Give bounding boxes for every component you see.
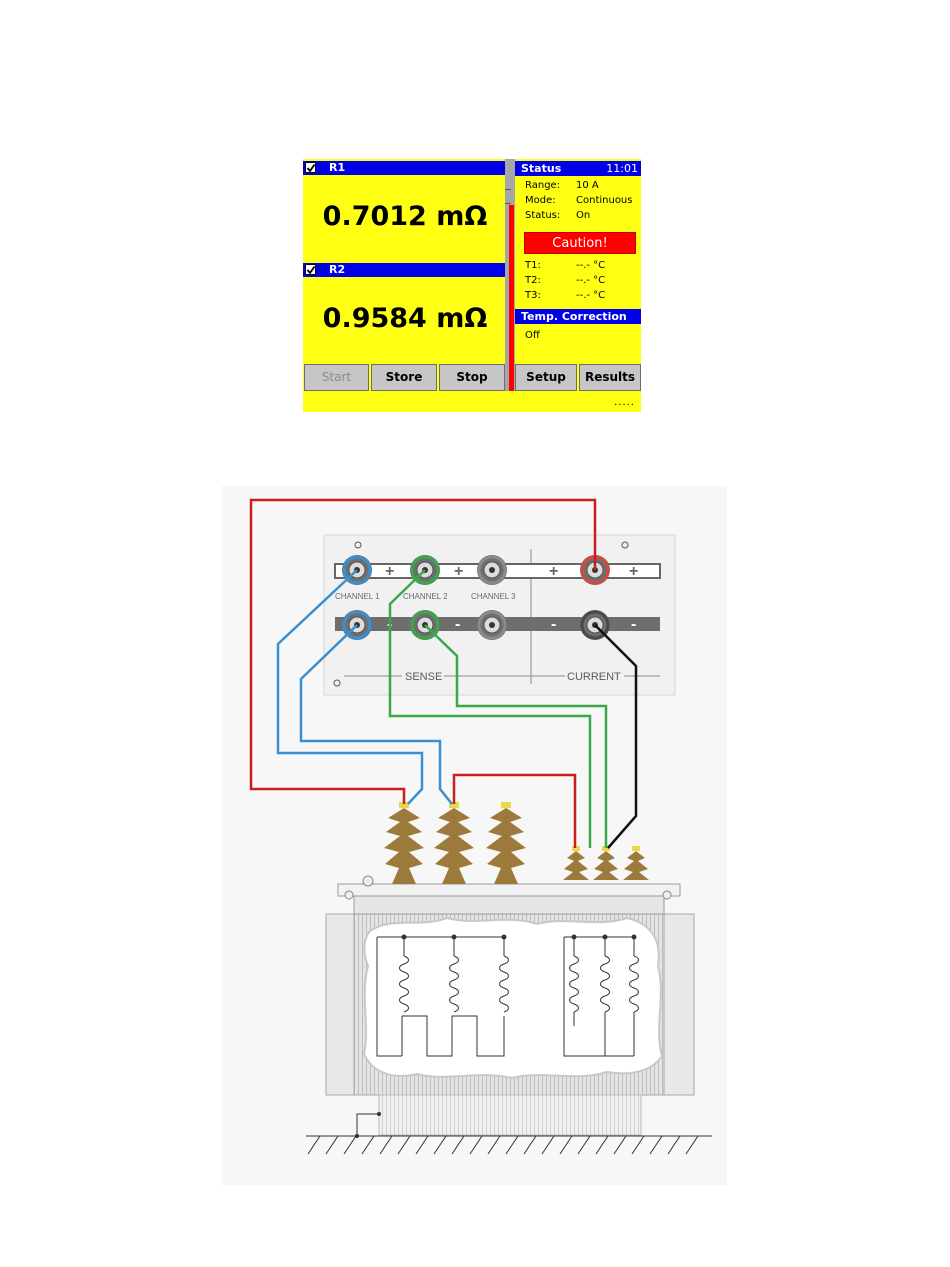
cutaway-window — [364, 918, 662, 1078]
status-time: 11:01 — [606, 161, 638, 176]
stop-button[interactable]: Stop — [439, 364, 505, 391]
sense-label: SENSE — [405, 671, 442, 683]
plus-sign: + — [454, 563, 463, 580]
setup-button[interactable]: Setup — [515, 364, 577, 391]
channel-3-label: CHANNEL 3 — [471, 592, 516, 601]
minus-sign: - — [455, 616, 460, 633]
t3-value: --.- °C — [576, 290, 605, 302]
current-indicator-bar — [509, 205, 514, 391]
plus-sign: + — [385, 563, 394, 580]
terminal-ch3-plus[interactable] — [477, 555, 507, 585]
check-icon — [306, 265, 316, 275]
channel-r2-name: R2 — [329, 263, 345, 277]
channel-r1-checkbox[interactable] — [305, 162, 316, 173]
t3-label: T3: — [525, 290, 541, 302]
status-value: On — [576, 210, 590, 222]
channel-r1-name: R1 — [329, 161, 345, 175]
status-header: Status 11:01 — [515, 161, 641, 176]
status-dots: ..... — [614, 397, 635, 408]
temp-correction-title: Temp. Correction — [521, 309, 627, 324]
check-icon — [306, 163, 316, 173]
lv-bushing-2 — [593, 846, 619, 880]
lifting-lug — [363, 876, 373, 886]
current-jumper-lead — [454, 775, 575, 848]
mode-label: Mode: — [525, 195, 556, 207]
channel-r2-header: R2 — [303, 263, 505, 277]
results-button[interactable]: Results — [579, 364, 641, 391]
channel-1-label: CHANNEL 1 — [335, 592, 380, 601]
instrument-screen: R1 0.7012 mΩ R2 0.9584 mΩ Status 11:01 R… — [303, 159, 641, 412]
bolt-icon — [663, 891, 671, 899]
status-title: Status — [521, 161, 561, 176]
hv-bushing-3 — [486, 802, 526, 884]
lv-bushing-3 — [623, 846, 649, 880]
t1-label: T1: — [525, 260, 541, 272]
transformer — [326, 876, 694, 1135]
terminal-ch3-minus[interactable] — [477, 610, 507, 640]
lv-bushing-1 — [563, 846, 589, 880]
store-button[interactable]: Store — [371, 364, 437, 391]
temp-correction-value: Off — [525, 330, 540, 342]
divider-tick — [505, 189, 511, 190]
connection-diagram: + + + + - - - - CHANNEL 1 CHANNEL 2 CHAN… — [222, 486, 727, 1185]
hv-bushing-2 — [434, 802, 474, 884]
range-value: 10 A — [576, 180, 599, 192]
plus-sign: + — [629, 563, 638, 580]
bolt-icon — [345, 891, 353, 899]
diagram-svg: + + + + - - - - CHANNEL 1 CHANNEL 2 CHAN… — [222, 486, 727, 1185]
divider-tick — [505, 203, 511, 204]
current-label: CURRENT — [567, 671, 621, 683]
t1-value: --.- °C — [576, 260, 605, 272]
status-label: Status: — [525, 210, 560, 222]
instrument-panel: + + + + - - - - CHANNEL 1 CHANNEL 2 CHAN… — [324, 535, 675, 695]
caution-banner: Caution! — [524, 232, 636, 254]
start-button[interactable]: Start — [304, 364, 369, 391]
channel-r2-reading: 0.9584 mΩ — [303, 303, 507, 334]
range-label: Range: — [525, 180, 560, 192]
t2-label: T2: — [525, 275, 541, 287]
plus-sign: + — [549, 563, 558, 580]
minus-sign: - — [631, 616, 636, 633]
hv-bushing-1 — [384, 802, 424, 884]
t2-value: --.- °C — [576, 275, 605, 287]
channel-2-label: CHANNEL 2 — [403, 592, 448, 601]
channel-r2-checkbox[interactable] — [305, 264, 316, 275]
minus-sign: - — [551, 616, 556, 633]
temp-correction-header: Temp. Correction — [515, 309, 641, 324]
channel-r1-header: R1 — [303, 161, 505, 175]
channel-r1-reading: 0.7012 mΩ — [303, 201, 507, 232]
mode-value: Continuous — [576, 195, 632, 207]
